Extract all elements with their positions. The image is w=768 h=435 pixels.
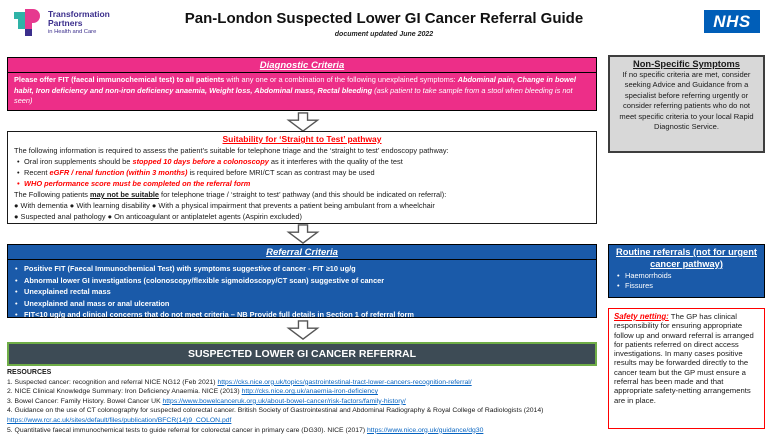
referral-bullet: Unexplained rectal mass: [10, 286, 590, 298]
not-suitable-text: The Following patients: [14, 190, 90, 199]
referral-criteria-title: Referral Criteria: [8, 245, 596, 260]
diagnostic-criteria-box: Diagnostic Criteria Please offer FIT (fa…: [7, 57, 597, 111]
bullet-emphasis: stopped 10 days before a colonoscopy: [132, 157, 269, 166]
bullet-text: Recent: [24, 168, 50, 177]
resource-item: 1. Suspected cancer: recognition and ref…: [7, 378, 601, 388]
tp-logo-mark: [14, 9, 40, 36]
referral-bullet: Unexplained anal mass or anal ulceration: [10, 298, 590, 310]
page-title: Pan-London Suspected Lower GI Cancer Ref…: [184, 10, 584, 27]
page-subtitle: document updated June 2022: [334, 31, 434, 38]
down-arrow-icon: [286, 320, 320, 340]
suitability-bullet-iron: Oral iron supplements should be stopped …: [14, 156, 590, 167]
non-specific-symptoms-title: Non-Specific Symptoms: [633, 59, 740, 69]
resource-link[interactable]: https://www.nice.org.uk/guidance/dg30: [367, 426, 484, 434]
down-arrow-icon: [286, 112, 320, 132]
resource-text: 4. Guidance on the use of CT colonograph…: [7, 407, 544, 415]
transformation-partners-logo: Transformation Partners in Health and Ca…: [13, 8, 110, 38]
routine-referrals-box: Routine referrals (not for urgent cancer…: [608, 244, 765, 298]
referral-criteria-list: Positive FIT (Faecal Immunochemical Test…: [8, 260, 596, 321]
diagnostic-lead-bold: Please offer FIT (faecal immunochemical …: [14, 75, 225, 84]
referral-bullet: Abnormal lower GI investigations (colono…: [10, 275, 590, 287]
safety-netting-box: Safety netting: The GP has clinical resp…: [608, 308, 765, 429]
resource-link[interactable]: https://cks.nice.org.uk/topics/gastroint…: [217, 378, 472, 386]
diagnostic-symptoms: Abdominal pain, Change in bowel habit, I…: [14, 75, 576, 95]
down-arrow-icon: [286, 224, 320, 244]
nhs-logo: NHS: [704, 10, 760, 33]
bullet-emphasis: eGFR / renal function (within 3 months): [49, 168, 188, 177]
bullet-text: as it interferes with the quality of the…: [268, 157, 403, 166]
resource-link[interactable]: https://www.rcr.ac.uk/sites/default/file…: [7, 416, 232, 424]
resource-text: 5. Quantitative faecal immunochemical te…: [7, 426, 368, 434]
logo-line: Partners: [48, 17, 83, 28]
suitability-groups-line1: ● With dementia ● With learning disabili…: [14, 201, 435, 210]
diagnostic-note: (ask patient to take sample from a stool…: [14, 85, 573, 106]
suitability-groups-line2: ● Suspected anal pathology ● On anticoag…: [14, 212, 302, 221]
not-suitable-text: for telephone triage / ‘straight to test…: [159, 190, 447, 199]
routine-referral-item: Haemorrhoids: [613, 271, 760, 281]
referral-bullet: FIT<10 ug/g and clinical concerns that d…: [10, 309, 590, 321]
resource-item: 5. Quantitative faecal immunochemical te…: [7, 426, 601, 435]
referral-criteria-box: Referral Criteria Positive FIT (Faecal I…: [7, 244, 597, 321]
resources-title: RESOURCES: [7, 369, 52, 376]
resource-item: 4. Guidance on the use of CT colonograph…: [7, 406, 601, 425]
suspected-lower-gi-referral-bar: SUSPECTED LOWER GI CANCER REFERRAL: [7, 342, 597, 366]
logo-line: Transformation: [48, 9, 110, 19]
resource-link[interactable]: http://cks.nice.org.uk/anaemia-iron-defi…: [241, 388, 378, 396]
suitability-bullet-who: WHO performance score must be completed …: [14, 178, 590, 189]
diagnostic-lead-rest: with any one or a combination of the fol…: [224, 75, 458, 84]
suitability-title: Suitability for ‘Straight to Test’ pathw…: [222, 134, 382, 144]
not-suitable-emphasis: may not be suitable: [90, 190, 159, 199]
resource-link[interactable]: https://www.bowelcanceruk.org.uk/about-b…: [162, 397, 406, 405]
routine-referrals-title: Routine referrals (not for urgent cancer…: [615, 247, 757, 269]
resource-item: 2. NICE Clinical Knowledge Summary: Iron…: [7, 387, 601, 397]
bullet-text: Oral iron supplements should be: [24, 157, 133, 166]
suitability-box: Suitability for ‘Straight to Test’ pathw…: [7, 131, 597, 224]
diagnostic-criteria-title: Diagnostic Criteria: [8, 58, 596, 73]
safety-netting-body: The GP has clinical responsibility for e…: [614, 312, 754, 405]
suitability-intro: The following information is required to…: [14, 146, 449, 155]
bullet-text: is required before MRI/CT scan as contra…: [187, 168, 375, 177]
resource-text: 1. Suspected cancer: recognition and ref…: [7, 378, 218, 386]
tp-logo-text: Transformation Partners in Health and Ca…: [48, 8, 110, 35]
diagnostic-criteria-body: Please offer FIT (faecal immunochemical …: [8, 73, 596, 109]
resources-section: RESOURCES 1. Suspected cancer: recogniti…: [7, 368, 601, 435]
non-specific-symptoms-body: If no specific criteria are met, conside…: [619, 70, 754, 132]
resource-text: 3. Bowel Cancer: Family History. Bowel C…: [7, 397, 163, 405]
suitability-bullet-egfr: Recent eGFR / renal function (within 3 m…: [14, 167, 590, 178]
suitability-not-suitable-line: The Following patients may not be suitab…: [14, 189, 590, 200]
resource-text: 2. NICE Clinical Knowledge Summary: Iron…: [7, 388, 242, 396]
safety-netting-label: Safety netting:: [614, 312, 669, 321]
referral-bullet: Positive FIT (Faecal Immunochemical Test…: [10, 263, 590, 275]
logo-tagline: in Health and Care: [48, 28, 97, 35]
non-specific-symptoms-box: Non-Specific Symptoms If no specific cri…: [608, 55, 765, 153]
safety-netting-text: Safety netting: The GP has clinical resp…: [614, 312, 759, 405]
routine-referral-item: Fissures: [613, 281, 760, 291]
resource-item: 3. Bowel Cancer: Family History. Bowel C…: [7, 397, 601, 407]
